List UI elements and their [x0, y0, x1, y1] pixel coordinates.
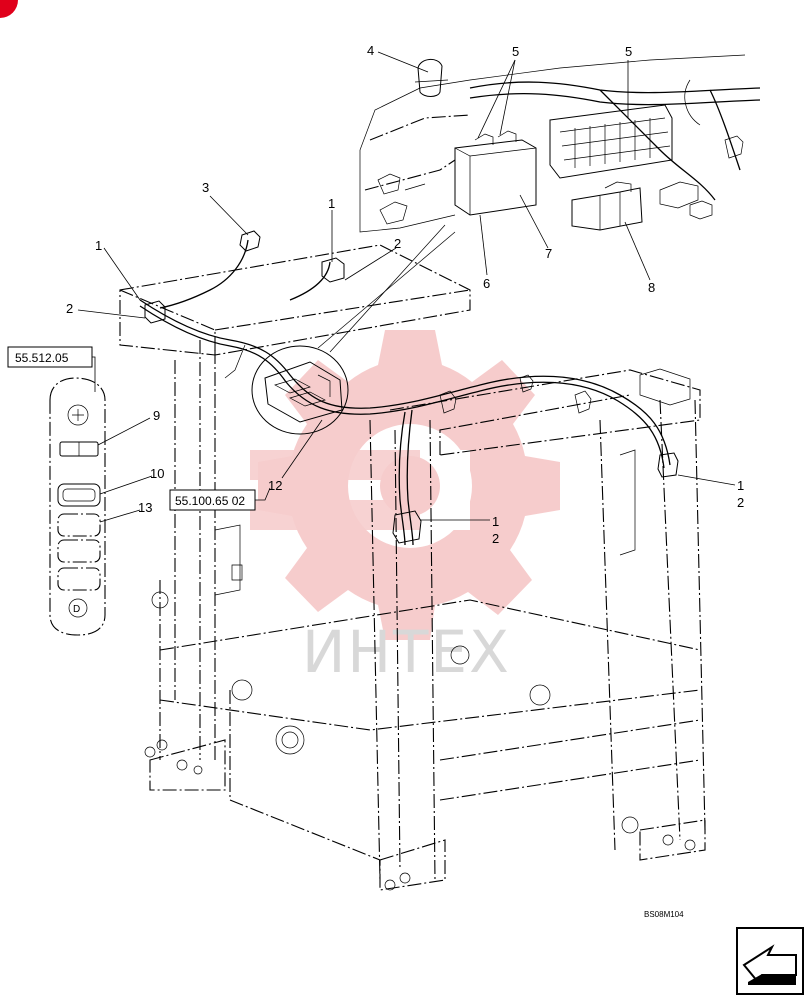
svg-text:D: D: [73, 604, 80, 615]
wiring-harness: [139, 230, 679, 546]
callout-2-left: 2: [66, 301, 73, 316]
callout-13: 13: [138, 500, 152, 515]
next-page-arrow-icon[interactable]: [736, 927, 804, 995]
callout-leaders: [77, 51, 736, 523]
callout-7: 7: [545, 246, 552, 261]
callout-12: 12: [268, 478, 282, 493]
callout-10: 10: [150, 466, 164, 481]
detail-magnifier-circle: [251, 345, 349, 435]
harness-ref-box[interactable]: 55.100.65 02: [169, 489, 256, 511]
callout-2-center: 2: [492, 531, 499, 546]
callout-8: 8: [648, 280, 655, 295]
callout-2-top: 2: [394, 236, 401, 251]
callout-9: 9: [153, 408, 160, 423]
watermark-gear-icon: [250, 330, 560, 640]
callout-3: 3: [202, 180, 209, 195]
switch-panel: D: [49, 377, 106, 636]
callout-5-right: 5: [625, 44, 632, 59]
callout-5-left: 5: [512, 44, 519, 59]
callout-1-left: 1: [95, 238, 102, 253]
callout-6: 6: [483, 276, 490, 291]
callout-2-right: 2: [737, 495, 744, 510]
drawing-code: BS08M104: [644, 910, 684, 919]
harness-ref-label: 55.100.65 02: [175, 494, 245, 508]
watermark-text: ИНТЕХ: [302, 618, 511, 686]
callout-1-top: 1: [328, 196, 335, 211]
callout-1-center: 1: [492, 514, 499, 529]
switch-panel-ref-label: 55.512.05: [15, 351, 69, 365]
switch-panel-ref-box[interactable]: 55.512.05: [7, 346, 93, 368]
callout-4: 4: [367, 43, 374, 58]
machine-frame: [119, 244, 706, 891]
callout-1-right: 1: [737, 478, 744, 493]
inset-fuse-relay-view: [359, 54, 761, 233]
callout-labels: 4 5 5 3 1 2 1 2 7 6 8 9 10 13 12 1 2 1 2: [66, 43, 744, 546]
corner-marker-icon: [0, 0, 18, 18]
